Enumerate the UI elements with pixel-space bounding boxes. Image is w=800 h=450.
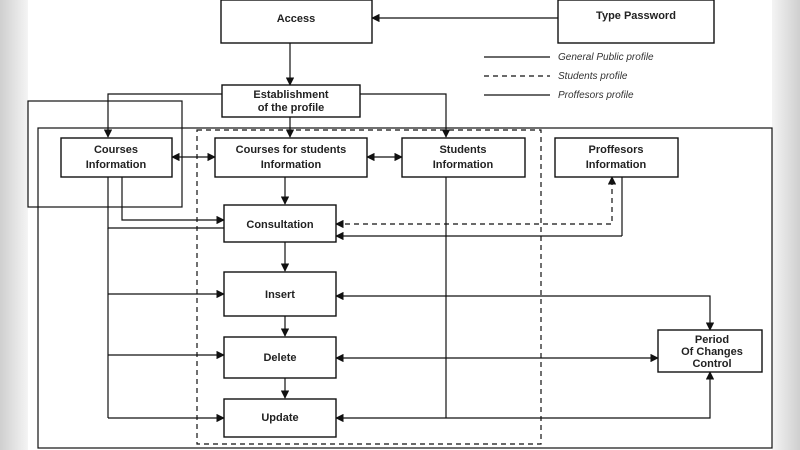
node-courses-information: Courses Information xyxy=(60,137,173,178)
node-proffesors-info-line1: Proffesors xyxy=(588,144,643,156)
node-courses-students-line1: Courses for students xyxy=(236,144,347,156)
legend-general-public: General Public profile xyxy=(558,52,654,63)
node-insert-label: Insert xyxy=(265,289,295,301)
node-students-info-line1: Students xyxy=(439,144,486,156)
node-consultation-label: Consultation xyxy=(246,219,313,231)
node-courses-for-students: Courses for students Information xyxy=(214,137,368,178)
node-update: Update xyxy=(223,398,337,438)
node-period-of-changes-control: Period Of Changes Control xyxy=(657,329,763,373)
right-edge-shadow xyxy=(772,0,800,450)
node-delete-label: Delete xyxy=(263,352,296,364)
students-profile-boundary xyxy=(196,129,542,445)
node-courses-info-line1: Courses xyxy=(94,144,138,156)
node-establishment-line2: of the profile xyxy=(258,102,325,114)
node-proffesors-information: Proffesors Information xyxy=(554,137,679,178)
node-access-label: Access xyxy=(277,13,316,25)
legend: General Public profile Students profile … xyxy=(484,52,654,101)
node-update-label: Update xyxy=(261,412,298,424)
connectors xyxy=(103,13,715,423)
node-period-line3: Control xyxy=(692,358,731,370)
node-type-password: Type Password xyxy=(557,0,715,44)
node-period-line2: Of Changes xyxy=(681,346,743,358)
node-courses-info-line2: Information xyxy=(86,159,147,171)
node-consultation: Consultation xyxy=(223,204,337,243)
node-access: Access xyxy=(220,0,373,44)
node-establishment-line1: Establishment xyxy=(253,89,329,101)
node-courses-students-line2: Information xyxy=(261,159,322,171)
legend-proffesors: Proffesors profile xyxy=(558,90,634,101)
node-delete: Delete xyxy=(223,336,337,379)
node-period-line1: Period xyxy=(695,334,729,346)
node-establishment: Establishment of the profile xyxy=(221,84,361,118)
legend-students: Students profile xyxy=(558,71,628,82)
node-insert: Insert xyxy=(223,271,337,317)
node-proffesors-info-line2: Information xyxy=(586,159,647,171)
node-type-password-label: Type Password xyxy=(596,10,676,22)
left-edge-shadow xyxy=(0,0,28,450)
node-students-info-line2: Information xyxy=(433,159,494,171)
node-students-information: Students Information xyxy=(401,137,526,178)
system-boundary xyxy=(37,127,773,449)
